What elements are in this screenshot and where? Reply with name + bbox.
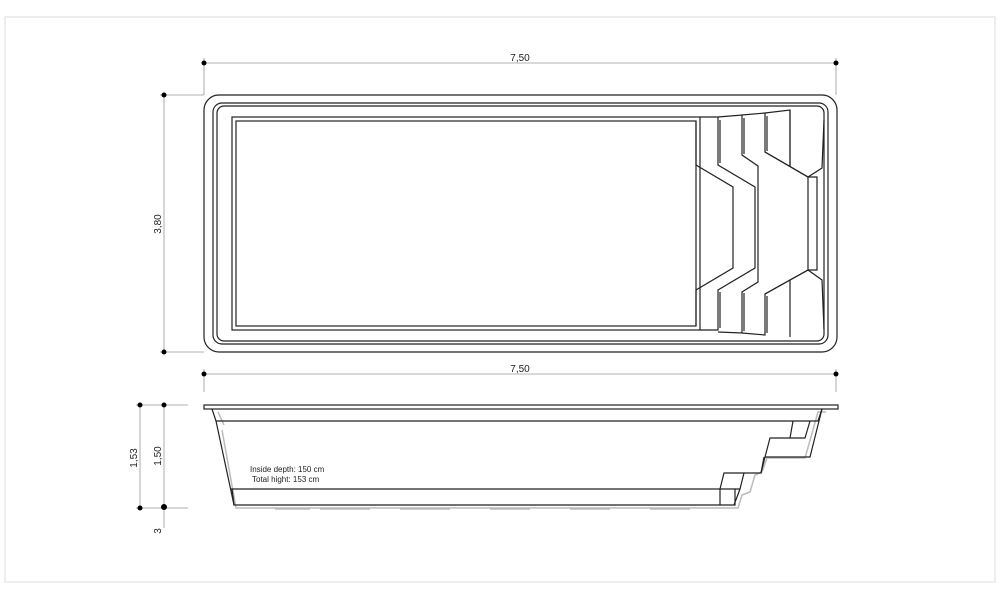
total-height-label: 1,53 bbox=[129, 448, 140, 468]
pool-plan-view bbox=[203, 94, 838, 353]
pool-section-view bbox=[203, 404, 839, 510]
inside-depth-label: 1,50 bbox=[153, 446, 164, 466]
plan-width-label: 3,80 bbox=[153, 214, 164, 234]
section-length-dimension bbox=[201, 369, 839, 392]
total-height-note: Total hight: 153 cm bbox=[252, 475, 319, 484]
inside-depth-note: Inside depth: 150 cm bbox=[250, 465, 325, 474]
section-height-dimensions bbox=[136, 402, 188, 528]
plan-length-dimension bbox=[201, 58, 839, 95]
plan-width-dimension bbox=[160, 92, 204, 355]
plan-length-label: 7,50 bbox=[510, 53, 530, 64]
drawing-frame bbox=[4, 16, 996, 583]
rim-height-label: 3 bbox=[153, 528, 164, 534]
section-length-label: 7,50 bbox=[510, 364, 530, 375]
